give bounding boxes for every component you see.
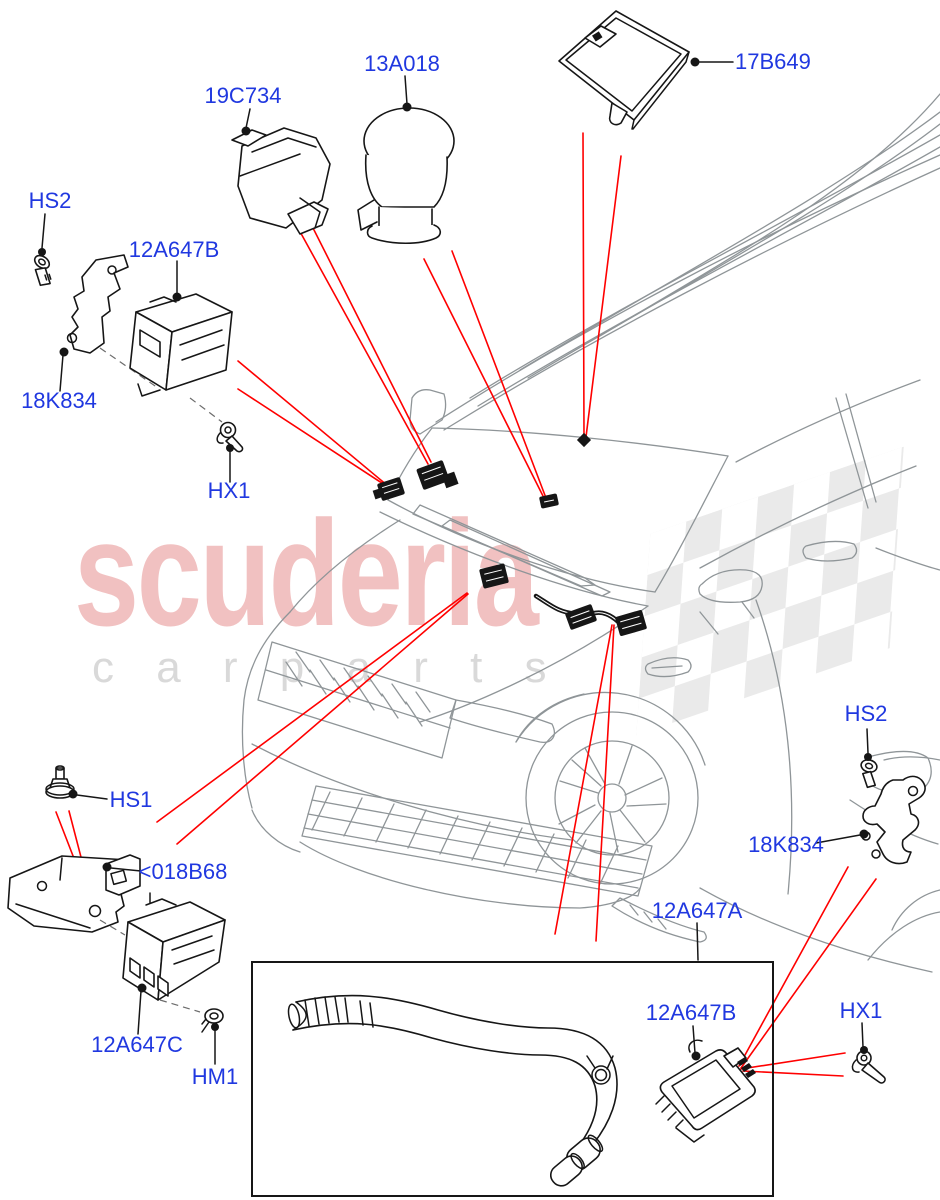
part-label-HS1[interactable]: HS1 bbox=[109, 787, 153, 812]
leader-lines-red bbox=[55, 132, 877, 1077]
switch-19C734-drawing bbox=[231, 127, 331, 235]
part-label-018B68[interactable]: <018B68 bbox=[138, 859, 228, 884]
part-label-19C734[interactable]: 19C734 bbox=[204, 83, 282, 108]
detail-box-12A647A bbox=[251, 961, 886, 1197]
part-label-12A647B-left[interactable]: 12A647B bbox=[128, 237, 220, 262]
connector-harness-end bbox=[615, 610, 647, 636]
part-label-17B649[interactable]: 17B649 bbox=[735, 49, 811, 74]
bracket-18K834-left-drawing bbox=[66, 254, 129, 354]
part-label-18K834-right[interactable]: 18K834 bbox=[748, 832, 824, 857]
assembly-dash-bottom-left bbox=[99, 919, 201, 1013]
part-label-HM1[interactable]: HM1 bbox=[191, 1064, 239, 1089]
vehicle-line-art bbox=[241, 93, 940, 973]
watermark-subtitle: c a r p a r t s bbox=[92, 643, 562, 692]
connector-cowl-mid bbox=[416, 460, 459, 490]
module-12A647C-drawing bbox=[122, 892, 226, 1001]
washer-jet-dot bbox=[576, 432, 592, 448]
part-label-12A647C[interactable]: 12A647C bbox=[91, 1032, 183, 1057]
connector-cowl-left bbox=[372, 477, 405, 501]
part-label-18K834-left[interactable]: 18K834 bbox=[21, 388, 97, 413]
hose-assembly-drawing bbox=[287, 994, 618, 1187]
bracket-018B68-drawing bbox=[7, 854, 141, 933]
bolt-HS1-drawing bbox=[45, 765, 75, 799]
bracket-18K834-right-drawing bbox=[861, 775, 926, 865]
part-label-HS2-left[interactable]: HS2 bbox=[28, 188, 72, 213]
leader-lines-black bbox=[38, 57, 872, 1065]
connector-hood bbox=[479, 563, 509, 589]
module-12A647B-left-drawing bbox=[129, 293, 233, 397]
screw-HX1-box-drawing bbox=[851, 1050, 886, 1084]
connector-harness-mid bbox=[565, 604, 597, 630]
hose-clamp bbox=[586, 1055, 614, 1085]
screw-HS2-left-drawing bbox=[33, 254, 52, 287]
module-17B649-drawing bbox=[558, 10, 690, 130]
connector-cowl-small bbox=[539, 493, 559, 509]
part-label-12A647B-box[interactable]: 12A647B bbox=[645, 1000, 737, 1025]
screw-HM1-drawing bbox=[201, 1008, 224, 1033]
part-label-HX1-box[interactable]: HX1 bbox=[839, 998, 883, 1023]
connector-12A647B-drawing bbox=[655, 1039, 756, 1143]
part-label-13A018[interactable]: 13A018 bbox=[364, 51, 440, 76]
sensor-13A018-drawing bbox=[357, 107, 455, 244]
harness-connectors-on-vehicle bbox=[372, 432, 647, 636]
assembly-dash-left bbox=[99, 347, 223, 423]
screw-HX1-left-drawing bbox=[216, 421, 244, 453]
part-label-HS2-right[interactable]: HS2 bbox=[844, 701, 888, 726]
screw-HS2-right-drawing bbox=[860, 759, 878, 789]
part-label-12A647A[interactable]: 12A647A bbox=[651, 898, 743, 923]
part-label-HX1-left[interactable]: HX1 bbox=[207, 478, 251, 503]
hose-end-lower bbox=[549, 1152, 585, 1187]
